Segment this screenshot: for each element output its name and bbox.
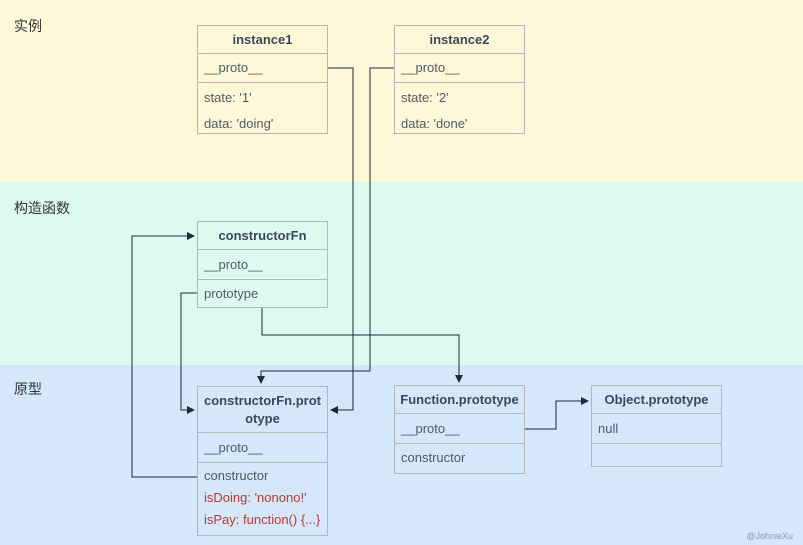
band-label-instance: 实例: [14, 19, 42, 35]
fnProto-constructor-section: constructor: [395, 444, 524, 472]
fnProto-proto: __proto__: [401, 421, 460, 436]
arrow-instance2-proto: [257, 67, 394, 384]
instance1-props-section: state: '1' data: 'doing': [198, 83, 327, 137]
fnProto-box: Function.prototype __proto__ constructor: [394, 385, 525, 474]
ctorProto-props-section: constructor isDoing: 'nonono!' isPay: fu…: [198, 463, 327, 531]
band-prototype: 原型: [0, 365, 803, 545]
instance1-box: instance1 __proto__ state: '1' data: 'do…: [197, 25, 328, 134]
arrow-fnProto-proto: [525, 397, 589, 430]
instance2-box: instance2 __proto__ state: '2' data: 'do…: [394, 25, 525, 134]
instance2-proto: __proto__: [401, 60, 460, 75]
band-label-constructor: 构造函数: [14, 201, 70, 217]
constructorFn-prototype-section: prototype: [198, 280, 327, 307]
instance2-state: state: '2': [401, 90, 449, 105]
objProto-null-section: null: [592, 414, 721, 444]
objProto-null: null: [598, 421, 619, 436]
watermark: @JohnieXu: [746, 531, 793, 541]
ctorProto-title: constructorFn.prototype: [198, 387, 327, 433]
constructorFn-box: constructorFn __proto__ prototype: [197, 221, 328, 308]
ctorProto-box: constructorFn.prototype __proto__ constr…: [197, 386, 328, 536]
fnProto-proto-section: __proto__: [395, 414, 524, 444]
instance1-title: instance1: [198, 26, 327, 54]
arrow-instance1-proto: [328, 67, 354, 414]
instance1-proto: __proto__: [204, 60, 263, 75]
instance2-props-section: state: '2' data: 'done': [395, 83, 524, 137]
fnProto-title: Function.prototype: [395, 386, 524, 414]
objProto-title: Object.prototype: [592, 386, 721, 414]
instance2-proto-section: __proto__: [395, 54, 524, 83]
ctorProto-proto: __proto__: [204, 440, 263, 455]
constructorFn-proto-section: __proto__: [198, 250, 327, 280]
instance1-data: data: 'doing': [204, 116, 274, 131]
band-label-prototype: 原型: [14, 382, 42, 398]
ctorProto-title-text: constructorFn.prototype: [204, 392, 321, 426]
arrow-constructorFn-proto: [261, 308, 463, 383]
arrow-prototype-link: [180, 292, 197, 414]
band-instance: 实例: [0, 0, 803, 182]
objProto-box: Object.prototype null: [591, 385, 722, 467]
arrow-constructor-link: [131, 232, 197, 478]
instance2-title: instance2: [395, 26, 524, 54]
constructorFn-title: constructorFn: [198, 222, 327, 250]
constructorFn-proto: __proto__: [204, 257, 263, 272]
instance1-proto-section: __proto__: [198, 54, 327, 83]
instance2-data: data: 'done': [401, 116, 468, 131]
ctorProto-constructor: constructor: [204, 468, 269, 483]
ctorProto-isPay: isPay: function() {...}: [204, 512, 321, 527]
ctorProto-proto-section: __proto__: [198, 433, 327, 463]
constructorFn-prototype: prototype: [204, 286, 259, 301]
fnProto-constructor: constructor: [401, 450, 466, 465]
instance1-state: state: '1': [204, 90, 252, 105]
ctorProto-isDoing: isDoing: 'nonono!': [204, 490, 307, 505]
